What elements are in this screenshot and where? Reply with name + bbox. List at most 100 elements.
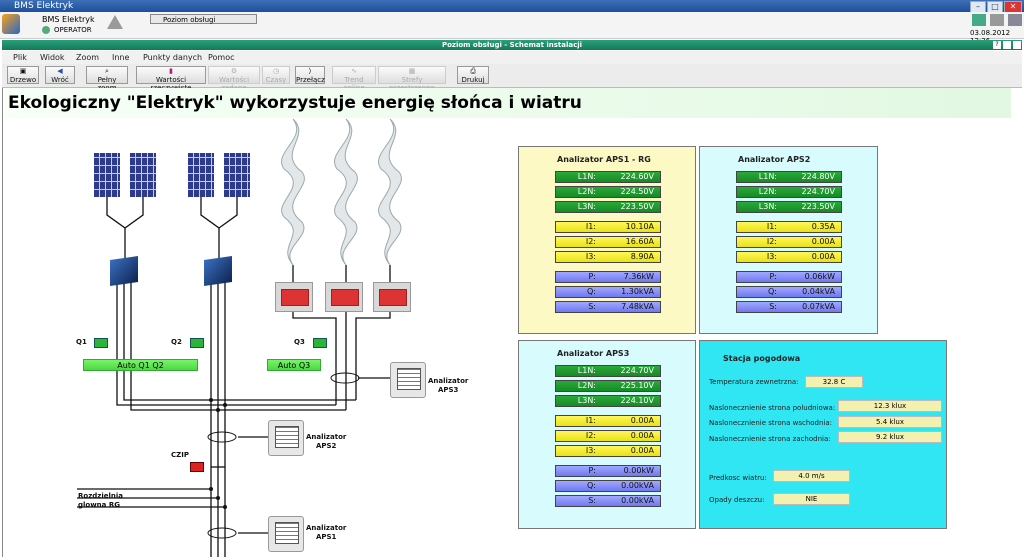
aps1-i-row-3[interactable]: I3:8.90A xyxy=(555,251,661,263)
aps3-i-row-2[interactable]: I2:0.00A xyxy=(555,430,661,442)
printer-icon[interactable] xyxy=(990,14,1004,26)
analyzer-aps1-device[interactable] xyxy=(268,516,304,552)
aps1-p-value: 7.48kVA xyxy=(621,302,654,311)
computer-icon[interactable] xyxy=(1008,14,1022,26)
times-button[interactable]: ◷Czasy xyxy=(262,66,290,84)
aps1-p-row-2[interactable]: Q: 1.30kVA xyxy=(555,286,661,298)
aps2-i-label: I1: xyxy=(766,222,777,231)
zoom-icon: ⌕ xyxy=(105,67,109,75)
wind-value: 4.0 m/s xyxy=(773,470,850,482)
wind-inverter-icon xyxy=(275,282,313,312)
aps1-label-line2: APS1 xyxy=(315,533,337,541)
aps1-p-row-1[interactable]: P:7.36kW xyxy=(555,271,661,283)
aps3-p-label: Q: xyxy=(587,481,596,490)
back-arrow-icon: ◀ xyxy=(57,67,63,75)
aps1-v-row-1[interactable]: L1N:224.60V xyxy=(555,171,661,183)
aps1-label-line1: Analizator xyxy=(306,524,347,532)
aps2-i-row-1[interactable]: I1: 0.35A xyxy=(736,221,842,233)
user-name: OPERATOR xyxy=(42,26,92,34)
rg-label-line2: glowna RG xyxy=(78,501,120,509)
aps2-p-row-2[interactable]: Q:0.04kVA xyxy=(736,286,842,298)
aps3-p-row-1[interactable]: P:0.00kW xyxy=(555,465,661,477)
print-icon: ⎙ xyxy=(470,67,476,75)
aps1-i-value: 8.90A xyxy=(630,252,654,261)
zones-icon: ▦ xyxy=(408,67,416,75)
aps1-p-row-3[interactable]: S: 7.48kVA xyxy=(555,301,661,313)
weather-panel: Stacja pogodowa Temperatura zewnetrzna: … xyxy=(699,340,947,529)
temp-value: 32.8 C xyxy=(805,376,863,388)
menu-help[interactable]: Pomoc xyxy=(208,53,235,62)
menu-view[interactable]: Widok xyxy=(40,53,65,62)
q3-switch[interactable] xyxy=(313,338,327,348)
setpoint-icon: ⚙ xyxy=(230,67,238,75)
help-icon[interactable]: ? xyxy=(993,41,1001,49)
restore-icon[interactable] xyxy=(1003,41,1011,49)
analyzer-aps2-device[interactable] xyxy=(268,420,304,456)
warning-icon[interactable] xyxy=(107,15,123,29)
screen-tab-label: Poziom obsługi xyxy=(163,16,216,24)
auto-q3-button[interactable]: Auto Q3 xyxy=(267,359,321,371)
aps3-v-row-1[interactable]: L1N:224.70V xyxy=(555,365,661,377)
back-button[interactable]: ◀Wróć xyxy=(45,66,75,84)
inverter-icon xyxy=(110,256,138,286)
users-icon[interactable] xyxy=(972,14,986,26)
print-button[interactable]: ⎙Drukuj xyxy=(457,66,489,84)
aps1-v-row-3[interactable]: L3N:223.50V xyxy=(555,201,661,213)
aps1-i-row-1[interactable]: I1:10.10A xyxy=(555,221,661,233)
aps3-v-value: 224.10V xyxy=(620,396,654,405)
analyzer-aps3-device[interactable] xyxy=(390,362,426,398)
toolbar: ▣Drzewo ◀Wróć ⌕Pełny zoom ▮Wartości rzec… xyxy=(2,64,1022,92)
aps2-p-value: 0.04kVA xyxy=(802,287,835,296)
tree-button[interactable]: ▣Drzewo xyxy=(7,66,39,84)
switch-icon: ⟩ xyxy=(308,67,312,75)
aps2-p-value: 0.07kVA xyxy=(802,302,835,311)
aps3-i-row-1[interactable]: I1:0.00A xyxy=(555,415,661,427)
aps2-v-row-2[interactable]: L2N:224.70V xyxy=(736,186,842,198)
aps3-v-value: 225.10V xyxy=(620,381,654,390)
aps2-i-row-3[interactable]: I3:0.00A xyxy=(736,251,842,263)
screen-tab[interactable]: Poziom obsługi xyxy=(150,14,257,24)
aps1-i-row-2[interactable]: I2:16.60A xyxy=(555,236,661,248)
wind-turbine-icon xyxy=(281,118,305,266)
solar-panel-icon xyxy=(130,153,156,197)
inner-close-icon[interactable] xyxy=(1013,41,1021,49)
menu-file[interactable]: Plik xyxy=(13,53,27,62)
aps1-p-label: Q: xyxy=(587,287,596,296)
aps2-p-label: S: xyxy=(769,302,777,311)
q1-switch[interactable] xyxy=(94,338,108,348)
menu-other[interactable]: Inne xyxy=(112,53,130,62)
wind-inverter-icon xyxy=(325,282,363,312)
aps3-v-row-2[interactable]: L2N:225.10V xyxy=(555,380,661,392)
menu-datapoints[interactable]: Punkty danych xyxy=(143,53,203,62)
aps2-v-label: L1N: xyxy=(758,172,777,181)
sun-south-label: Naslonecznienie strona poludniowa: xyxy=(709,404,836,412)
switch-button[interactable]: ⟩Przełącz xyxy=(295,66,325,84)
aps2-i-row-2[interactable]: I2:0.00A xyxy=(736,236,842,248)
menu-zoom[interactable]: Zoom xyxy=(76,53,100,62)
aps3-i-row-3[interactable]: I3:0.00A xyxy=(555,445,661,457)
aps1-p-value: 1.30kVA xyxy=(621,287,654,296)
aps2-i-label: I3: xyxy=(766,252,777,261)
aps2-v-row-3[interactable]: L3N:223.50V xyxy=(736,201,842,213)
rg-label: Rozdzielnia glowna RG xyxy=(78,492,123,510)
aps3-v-row-3[interactable]: L3N:224.10V xyxy=(555,395,661,407)
trend-icon: ∿ xyxy=(351,67,357,75)
aps1-v-row-2[interactable]: L2N:224.50V xyxy=(555,186,661,198)
czip-switch[interactable] xyxy=(190,462,204,472)
page-title: Ekologiczny "Elektryk" wykorzystuje ener… xyxy=(5,88,1011,118)
aps2-p-row-3[interactable]: S: 0.07kVA xyxy=(736,301,842,313)
window-title: BMS Elektryk xyxy=(14,1,74,11)
sun-west-value: 9.2 klux xyxy=(838,431,942,443)
aps3-p-row-3[interactable]: S:0.00kVA xyxy=(555,495,661,507)
auto-q1-q2-button[interactable]: Auto Q1 Q2 xyxy=(83,359,198,371)
aps1-p-label: S: xyxy=(588,302,596,311)
aps1-v-label: L2N: xyxy=(577,187,596,196)
aps2-v-row-1[interactable]: L1N:224.80V xyxy=(736,171,842,183)
user-icon xyxy=(42,26,50,34)
aps3-title: Analizator APS3 xyxy=(557,349,630,358)
aps2-i-value: 0.35A xyxy=(811,222,835,231)
aps2-p-row-1[interactable]: P:0.06kW xyxy=(736,271,842,283)
aps3-p-row-2[interactable]: Q:0.00kVA xyxy=(555,480,661,492)
q2-switch[interactable] xyxy=(190,338,204,348)
